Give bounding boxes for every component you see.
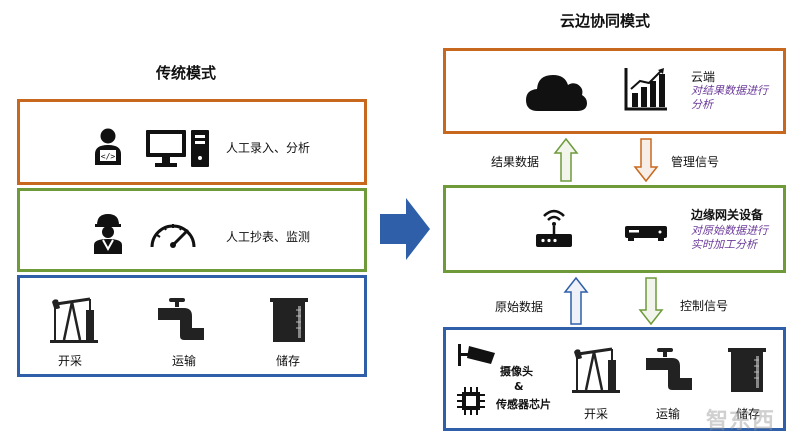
field-item-storage: 储存: [276, 354, 301, 368]
transition-arrow: [378, 196, 432, 262]
raw-data-label: 原始数据: [495, 300, 544, 314]
tank-icon: [270, 296, 308, 344]
device-item-transport: 运输: [656, 407, 681, 421]
cloud-icon: [524, 69, 588, 113]
left-title: 传统模式: [156, 64, 217, 82]
edge-title: 边缘网关设备: [691, 208, 764, 222]
manual-entry-box: </> 人工录入、分析: [17, 99, 367, 185]
edge-gateway-box: 边缘网关设备 对原始数据进行 实时加工分析: [443, 185, 786, 273]
developer-icon: </>: [92, 128, 124, 166]
pipe-valve-icon: [158, 296, 208, 342]
field-item-mining: 开采: [58, 354, 83, 368]
watermark-logo: 智东西: [706, 409, 776, 434]
cloud-title: 云端: [691, 70, 716, 84]
chip-icon: [456, 386, 486, 416]
field-item-transport: 运输: [172, 354, 197, 368]
router-icon: [534, 206, 574, 250]
device-item-storage: 储存: [736, 407, 761, 421]
manual-copy-box: 人工抄表、监测: [17, 188, 367, 272]
device-box: 摄像头 & 传感器芯片 开采 运输: [443, 327, 786, 431]
device-item-mining: 开采: [584, 407, 609, 421]
tank-icon: [728, 346, 766, 394]
control-signal-arrow: [638, 276, 664, 326]
gateway-device-icon: [624, 224, 668, 242]
gauge-icon: [148, 217, 198, 249]
edge-desc-line1: 对原始数据进行: [691, 224, 768, 237]
result-data-label: 结果数据: [491, 155, 540, 169]
control-signal-label: 控制信号: [680, 299, 729, 313]
bar-chart-icon: [624, 67, 668, 111]
result-data-arrow: [553, 137, 579, 183]
field-ops-box: 开采 运输 储存: [17, 275, 367, 377]
camera-label: 摄像头: [500, 365, 533, 378]
right-title: 云边协同模式: [560, 12, 651, 30]
management-signal-label: 管理信号: [671, 155, 720, 169]
management-signal-arrow: [633, 137, 659, 183]
pumpjack-icon: [572, 346, 620, 394]
cloud-box: 云端 对结果数据进行 分析: [443, 48, 786, 134]
computer-icon: [145, 128, 211, 168]
manual-copy-label: 人工抄表、监测: [226, 230, 311, 244]
svg-text:</>: </>: [101, 152, 116, 161]
pipe-valve-icon: [646, 346, 696, 392]
sensor-chip-label: 传感器芯片: [496, 398, 551, 411]
edge-desc-line2: 实时加工分析: [691, 238, 757, 251]
cloud-desc-line1: 对结果数据进行: [691, 84, 768, 97]
ampersand-label: &: [514, 380, 524, 393]
camera-icon: [457, 342, 497, 368]
manual-entry-label: 人工录入、分析: [226, 141, 311, 155]
pumpjack-icon: [50, 296, 98, 344]
cloud-desc-line2: 分析: [691, 98, 713, 111]
worker-icon: [92, 213, 124, 255]
raw-data-arrow: [563, 276, 589, 326]
